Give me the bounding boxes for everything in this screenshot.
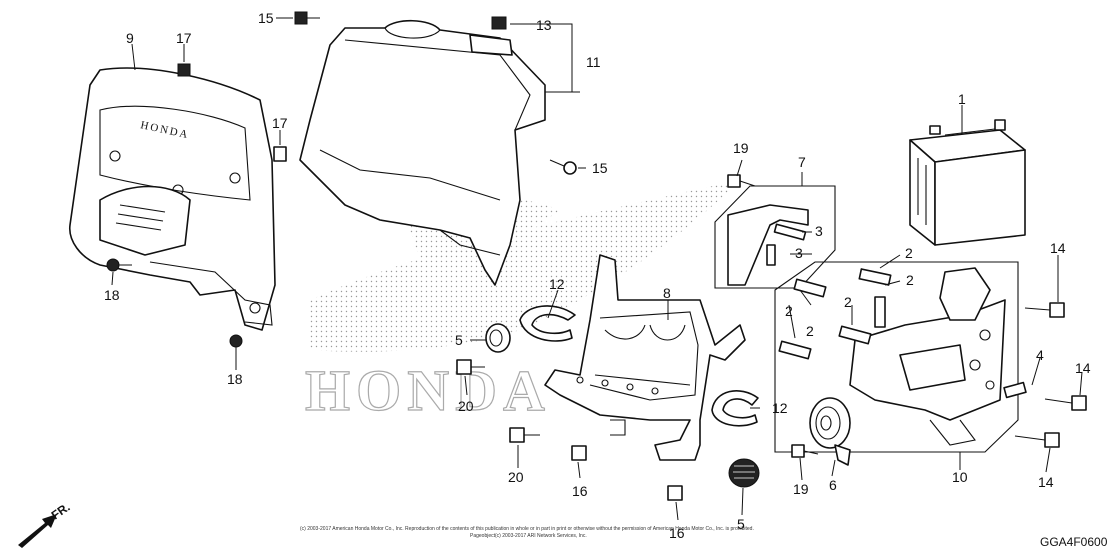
grommet-5-upper	[485, 323, 511, 353]
callout-16-lower-b: 16	[669, 525, 685, 541]
callout-2-d: 2	[785, 303, 793, 319]
bolt-14-upper	[1024, 302, 1065, 318]
bolt-19-upper	[727, 174, 756, 188]
main-bracket	[544, 254, 746, 461]
callout-19-upper: 19	[733, 140, 749, 156]
bolt-20-upper	[456, 359, 485, 375]
callout-12-lower: 12	[772, 400, 788, 416]
callout-18-left: 18	[104, 287, 120, 303]
horn	[809, 397, 851, 466]
callout-18-bottom: 18	[227, 371, 243, 387]
battery	[909, 119, 1026, 246]
copyright-line-1: (c) 2003-2017 American Honda Motor Co., …	[300, 526, 754, 532]
bolt-20-lower	[509, 427, 540, 443]
inner-cover	[299, 19, 546, 286]
bolt-19-lower	[791, 444, 819, 458]
diagram-code: GGA4F0600	[1040, 535, 1108, 549]
callout-8: 8	[663, 285, 671, 301]
nut-17-upper	[177, 63, 191, 77]
callout-15-top: 15	[258, 10, 274, 26]
nut-16-lower-b	[667, 485, 683, 501]
front-cover-panel: HONDA	[69, 67, 276, 331]
screw-18-left	[106, 258, 132, 272]
copyright-line-2: Pageobject(c) 2003-2017 ARI Network Serv…	[470, 533, 587, 539]
callout-3-lower: 3	[795, 245, 803, 261]
callout-19-lower: 19	[793, 481, 809, 497]
callout-20-lower: 20	[508, 469, 524, 485]
callout-2-a: 2	[905, 245, 913, 261]
callout-16-lower-a: 16	[572, 483, 588, 499]
watermark-text: HONDA	[305, 358, 551, 423]
callout-4: 4	[1036, 347, 1044, 363]
callout-2-c: 2	[844, 294, 852, 310]
callout-14-mid: 14	[1075, 360, 1091, 376]
clip-13	[491, 16, 507, 30]
callout-2-b: 2	[906, 272, 914, 288]
callout-2-e: 2	[806, 323, 814, 339]
callout-1: 1	[958, 91, 966, 107]
leader-lines	[111, 17, 1083, 521]
bolt-14-mid	[1044, 395, 1087, 411]
callout-14-upper: 14	[1050, 240, 1066, 256]
bolt-15-top	[294, 11, 320, 25]
front-direction-arrow: FR.	[18, 500, 73, 548]
bolt-14-lower	[1014, 432, 1060, 448]
callout-13: 13	[536, 17, 552, 33]
callout-10: 10	[952, 469, 968, 485]
callout-3-upper: 3	[815, 223, 823, 239]
callout-5-lower: 5	[737, 516, 745, 532]
callout-12-upper: 12	[549, 276, 565, 292]
bracket-assembly-7	[714, 185, 836, 289]
screw-18-bottom	[229, 334, 243, 358]
callout-6: 6	[829, 477, 837, 493]
clip-12-upper	[519, 305, 576, 342]
callout-17-upper: 17	[176, 30, 192, 46]
callout-14-lower: 14	[1038, 474, 1054, 490]
callout-5-upper: 5	[455, 332, 463, 348]
nut-16-lower-a	[571, 445, 587, 461]
nut-17-lower	[273, 146, 287, 162]
clip-12-lower	[711, 390, 759, 427]
watermark-wing	[310, 180, 740, 352]
callout-20-upper: 20	[458, 398, 474, 414]
bracket-assembly-10	[774, 261, 1027, 453]
callout-7: 7	[798, 154, 806, 170]
bolt-15-mid	[549, 159, 577, 175]
grommet-5-lower	[728, 458, 760, 488]
callout-15-mid: 15	[592, 160, 608, 176]
callout-11: 11	[586, 54, 601, 70]
callout-9: 9	[126, 30, 134, 46]
callout-17-lower: 17	[272, 115, 288, 131]
